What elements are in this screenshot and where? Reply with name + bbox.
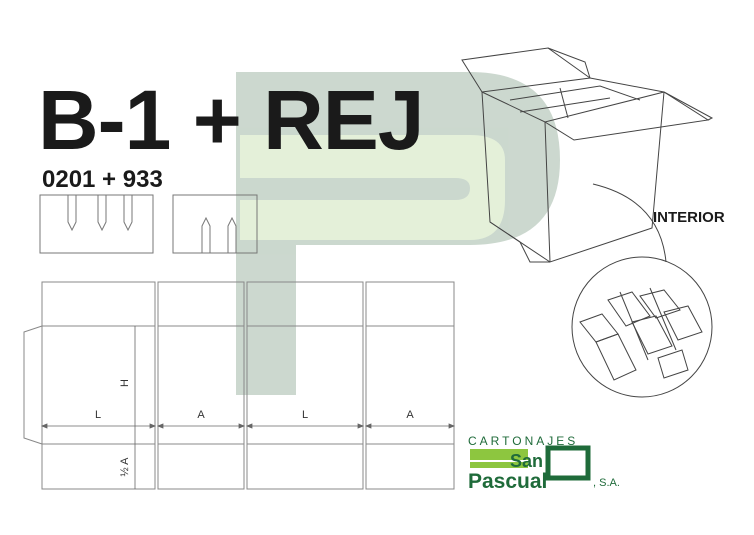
logo-p-mark [545,445,591,481]
dim-label-H: H [119,379,131,387]
small-template-right [172,194,258,254]
dim-label-A2: A [406,409,414,421]
brand-top-text: CARTONAJES [468,434,579,448]
dim-label-L2: L [302,409,308,421]
box-3d-illustration [461,47,714,263]
watermark-logo [236,72,560,395]
logo-green-bar-bottom [470,462,528,468]
small-template-left [39,194,154,254]
interior-label: INTERIOR [653,209,725,226]
brand-logo: San Pascual [468,445,591,493]
logo-san: San [510,451,543,471]
watermark-s-shape [240,135,505,240]
logo-green-bar-top [470,449,528,460]
dim-label-half-A: ½ A [119,457,131,477]
box-layout [23,281,455,490]
dim-label-L1: L [95,409,101,421]
interior-connector [592,183,667,263]
logo-pascual: Pascual [468,470,547,493]
brand-suffix: , S.A. [593,477,620,489]
dim-label-A1: A [197,409,205,421]
page-title: B-1 + REJ [38,73,424,167]
dimension-lines [40,326,456,489]
page-subtitle: 0201 + 933 [42,166,163,193]
interior-divider-illustration [571,256,713,398]
